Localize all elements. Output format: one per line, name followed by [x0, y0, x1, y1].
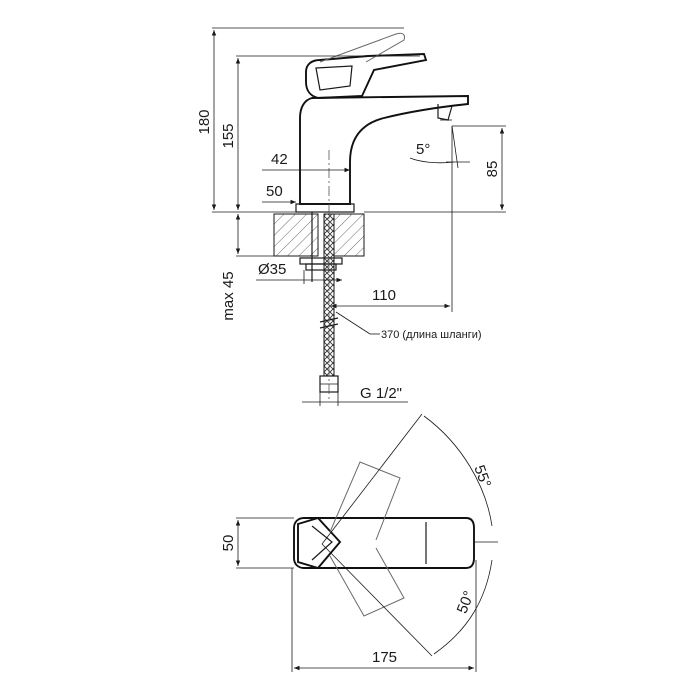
- base-plate: [295, 203, 355, 213]
- dim-180: 180: [196, 109, 213, 134]
- dim-thread: G 1/2": [360, 385, 402, 402]
- dim-175: 175: [372, 649, 397, 666]
- top-view: 55° 50° 50 175: [220, 413, 498, 672]
- spout-aerator: [437, 104, 453, 121]
- faucet-body-outline: [299, 95, 469, 205]
- top-handle: [297, 516, 342, 570]
- mount-nut: [305, 263, 337, 271]
- mount-washer: [299, 257, 343, 265]
- handle-raised-ghost: [319, 32, 405, 63]
- dim-42: 42: [271, 151, 288, 168]
- handle-lever: [305, 53, 428, 99]
- top-handle-ghost-up: [329, 461, 401, 541]
- dim-50: 50: [266, 183, 283, 200]
- dim-max-45: max 45: [220, 271, 237, 320]
- countertop-left: [273, 213, 319, 257]
- dim-d35: Ø35: [258, 261, 286, 278]
- side-view: 180 155 42 50 5° 85 max 45 Ø35 110 370 (…: [196, 27, 506, 406]
- dim-55-deg: 55°: [470, 463, 494, 490]
- dim-85: 85: [484, 161, 501, 178]
- top-body-outline: [293, 517, 475, 569]
- top-handle-ghost-down: [329, 547, 405, 617]
- dim-155: 155: [220, 123, 237, 148]
- hose-length-note: 370 (длина шланги): [381, 329, 482, 341]
- angle-arc-55: [423, 415, 493, 527]
- countertop-right: [333, 213, 365, 257]
- dim-top-50: 50: [220, 535, 237, 552]
- handle-cap: [315, 65, 353, 91]
- dim-110: 110: [372, 287, 396, 304]
- dim-5-deg: 5°: [416, 141, 430, 158]
- angle-arc-50: [433, 559, 493, 655]
- hose-leader: [335, 311, 371, 335]
